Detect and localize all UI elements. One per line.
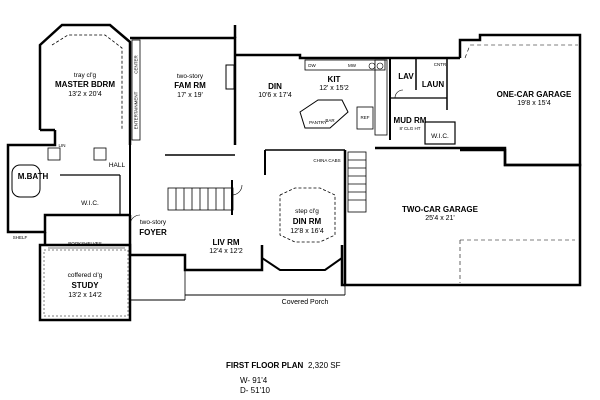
- mud-rm-note: 8' CLG HT: [399, 126, 421, 131]
- mud-door: [394, 89, 404, 99]
- plan-width: W- 91'4: [240, 376, 268, 385]
- foyer-note: two-story: [139, 219, 167, 226]
- stairs-foyer: [167, 187, 234, 211]
- kitchen-counter-east: [374, 59, 388, 136]
- lav-sink: [47, 147, 61, 161]
- lav-label: LAV: [398, 72, 414, 81]
- south-wall-east: [340, 245, 345, 287]
- master-bdrm-ceiling: tray cl'g: [73, 72, 97, 79]
- mud-wic-box: [424, 121, 456, 145]
- bar-label: BAR: [325, 118, 335, 123]
- din-rm-ceiling: step cl'g: [295, 208, 319, 215]
- foyer-door: [129, 214, 141, 226]
- din-rm-bay: [261, 245, 343, 271]
- foyer-label: FOYER: [139, 228, 167, 237]
- din-size: 10'6 x 17'4: [258, 92, 292, 99]
- bookshelves-label: BOOKSHELVES: [68, 241, 102, 246]
- center-label: CENTER: [133, 55, 139, 74]
- din-rm-size: 12'8 x 16'4: [290, 228, 324, 235]
- step-ceiling-outline: [279, 187, 336, 243]
- fireplace: [225, 64, 235, 90]
- covered-porch-label: Covered Porch: [281, 299, 329, 306]
- refrigerator: [356, 106, 374, 130]
- hall-label: HALL: [108, 162, 126, 169]
- plan-title: FIRST FLOOR PLAN: [226, 361, 304, 370]
- main-north-wall: [235, 53, 460, 60]
- china-cabs-label: CHINA CABS: [313, 158, 341, 163]
- kitchen-counter-north: [304, 59, 386, 71]
- pantry-label: PANTRY: [309, 120, 327, 125]
- laun-label: LAUN: [421, 80, 445, 89]
- cntr-label: CNTR: [433, 62, 447, 67]
- stairs-garage: [347, 151, 367, 213]
- master-bdrm-wall: [38, 23, 132, 145]
- fam-rm-note: two-story: [176, 73, 204, 80]
- two-car-garage-wall: [343, 146, 582, 287]
- master-bath-wall: [6, 130, 130, 234]
- fam-rm-size: 17' x 19': [177, 92, 203, 99]
- two-car-garage-label: TWO-CAR GARAGE: [402, 205, 478, 214]
- one-car-garage-label: ONE-CAR GARAGE: [496, 90, 572, 99]
- study-label: STUDY: [71, 281, 99, 290]
- din-label: DIN: [268, 82, 282, 91]
- kit-size: 12' x 15'2: [319, 85, 349, 92]
- fam-rm-label: FAM RM: [174, 81, 206, 90]
- cooktop-burner-2: [376, 62, 384, 70]
- master-sink: [93, 147, 107, 161]
- plan-area: 2,320 SF: [308, 361, 341, 370]
- kit-label: KIT: [327, 75, 341, 84]
- din-rm-label: DIN RM: [292, 217, 322, 226]
- mud-rm-label: MUD RM: [393, 116, 427, 125]
- cooktop-burner: [368, 62, 376, 70]
- liv-rm-size: 12'4 x 12'2: [209, 248, 243, 255]
- liv-rm-label: LIV RM: [212, 238, 240, 247]
- master-wic-label: W.I.C.: [81, 200, 99, 207]
- ref-label: REF: [360, 115, 370, 120]
- mud-wic-label: W.I.C.: [431, 133, 449, 140]
- master-bdrm-label: MASTER BDRM: [55, 80, 115, 89]
- kitchen-island: [299, 99, 349, 129]
- liv-door: [231, 184, 243, 196]
- entertainment-center: [131, 39, 141, 141]
- lin-label: LIN: [58, 143, 66, 148]
- entertainment-label: ENTERTAINMENT: [133, 91, 139, 130]
- tray-ceiling-line: [51, 34, 123, 130]
- study-ceiling: coffered cl'g: [67, 272, 103, 279]
- master-bdrm-size: 13'2 x 20'4: [68, 91, 102, 98]
- study-size: 13'2 x 14'2: [68, 292, 102, 299]
- garage-door-swing: [464, 44, 578, 59]
- shelf-label: SHELF: [12, 235, 28, 240]
- m-bath-label: M.BATH: [17, 172, 49, 181]
- one-car-garage-size: 19'8 x 15'4: [517, 100, 551, 107]
- dw-label: DW: [308, 63, 316, 68]
- bathtub: [11, 164, 41, 198]
- coffered-ceiling: [43, 249, 129, 317]
- plan-depth: D- 51'10: [240, 386, 270, 395]
- mw-label: MW: [348, 63, 356, 68]
- south-wall: [128, 215, 264, 272]
- two-car-garage-size: 25'4 x 21': [425, 215, 455, 222]
